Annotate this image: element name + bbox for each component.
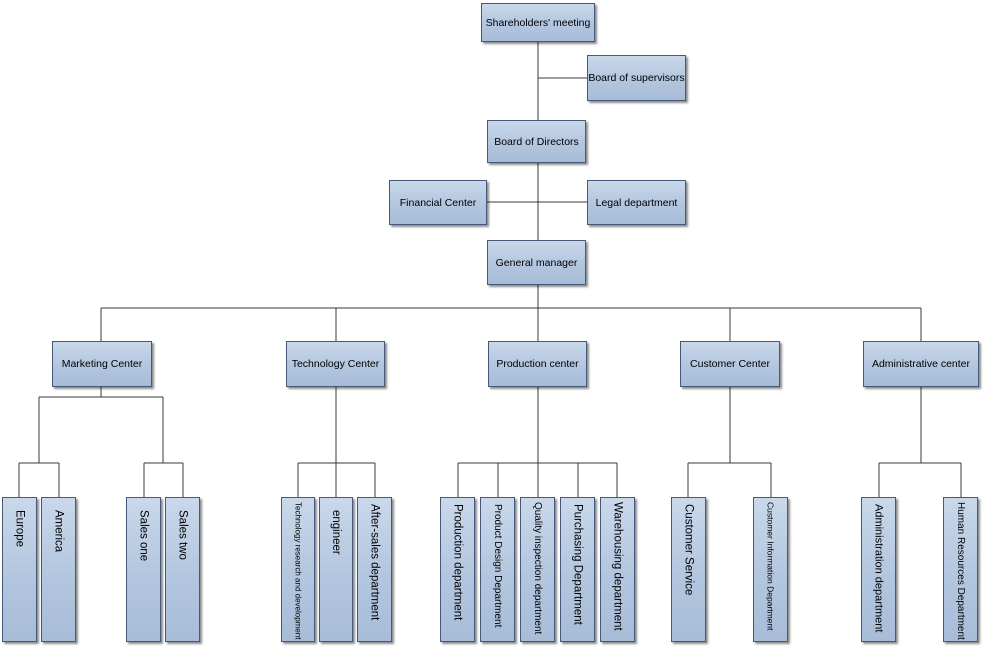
customer-service-label: Customer Service: [682, 504, 695, 596]
customer-information-label: Customer Information Department: [765, 502, 776, 631]
human-resources-box: Human Resources Department: [943, 497, 978, 642]
sales-two-box: Sales two: [165, 497, 200, 642]
after-sales-box: After-sales department: [357, 497, 392, 642]
warehousing-department-label: Warehousing department: [611, 502, 624, 631]
quality-inspection-label: Quality inspection department: [532, 502, 543, 635]
america-box: America: [41, 497, 76, 642]
engineer-box: engineer: [319, 497, 353, 642]
financial-center-box: Financial Center: [389, 180, 487, 225]
legal-department-box: Legal department: [587, 180, 686, 225]
europe-box: Europe: [2, 497, 37, 642]
administration-department-box: Administration department: [861, 497, 896, 642]
board-of-directors-label: Board of Directors: [494, 135, 579, 148]
purchasing-department-label: Purchasing Department: [571, 504, 584, 625]
board-of-directors-box: Board of Directors: [487, 120, 586, 163]
shareholders-meeting-box: Shareholders' meeting: [481, 3, 595, 42]
administrative-center-label: Administrative center: [871, 358, 971, 370]
customer-information-box: Customer Information Department: [753, 497, 788, 642]
tech-rd-box: Technology research and development: [281, 497, 315, 642]
legal-department-label: Legal department: [595, 196, 678, 209]
tech-rd-label: Technology research and development: [293, 502, 303, 640]
board-of-supervisors-box: Board of supervisors: [587, 55, 686, 101]
marketing-center-label: Marketing Center: [61, 358, 143, 370]
customer-service-box: Customer Service: [671, 497, 706, 642]
administration-department-label: Administration department: [872, 504, 885, 633]
sales-one-box: Sales one: [126, 497, 161, 642]
customer-center-box: Customer Center: [680, 341, 780, 387]
purchasing-department-box: Purchasing Department: [560, 497, 595, 642]
sales-two-label: Sales two: [176, 510, 189, 560]
general-manager-label: General manager: [495, 256, 578, 269]
financial-center-label: Financial Center: [399, 196, 477, 209]
america-label: America: [52, 510, 65, 553]
warehousing-department-box: Warehousing department: [600, 497, 635, 642]
production-center-box: Production center: [488, 341, 587, 387]
technology-center-label: Technology Center: [291, 358, 380, 370]
marketing-center-box: Marketing Center: [52, 341, 152, 387]
general-manager-box: General manager: [487, 240, 586, 285]
europe-label: Europe: [13, 510, 26, 548]
production-department-label: Production department: [451, 504, 464, 621]
shareholders-meeting-label: Shareholders' meeting: [485, 16, 591, 29]
quality-inspection-box: Quality inspection department: [520, 497, 555, 642]
product-design-label: Product Design Department: [492, 504, 503, 628]
administrative-center-box: Administrative center: [863, 341, 979, 387]
sales-one-label: Sales one: [137, 510, 150, 562]
customer-center-label: Customer Center: [690, 358, 770, 370]
human-resources-label: Human Resources Department: [955, 502, 966, 640]
product-design-box: Product Design Department: [480, 497, 515, 642]
after-sales-label: After-sales department: [368, 504, 381, 621]
board-of-supervisors-label: Board of supervisors: [588, 72, 685, 84]
production-center-label: Production center: [496, 358, 579, 370]
production-department-box: Production department: [440, 497, 475, 642]
engineer-label: engineer: [330, 510, 342, 555]
technology-center-box: Technology Center: [286, 341, 385, 387]
